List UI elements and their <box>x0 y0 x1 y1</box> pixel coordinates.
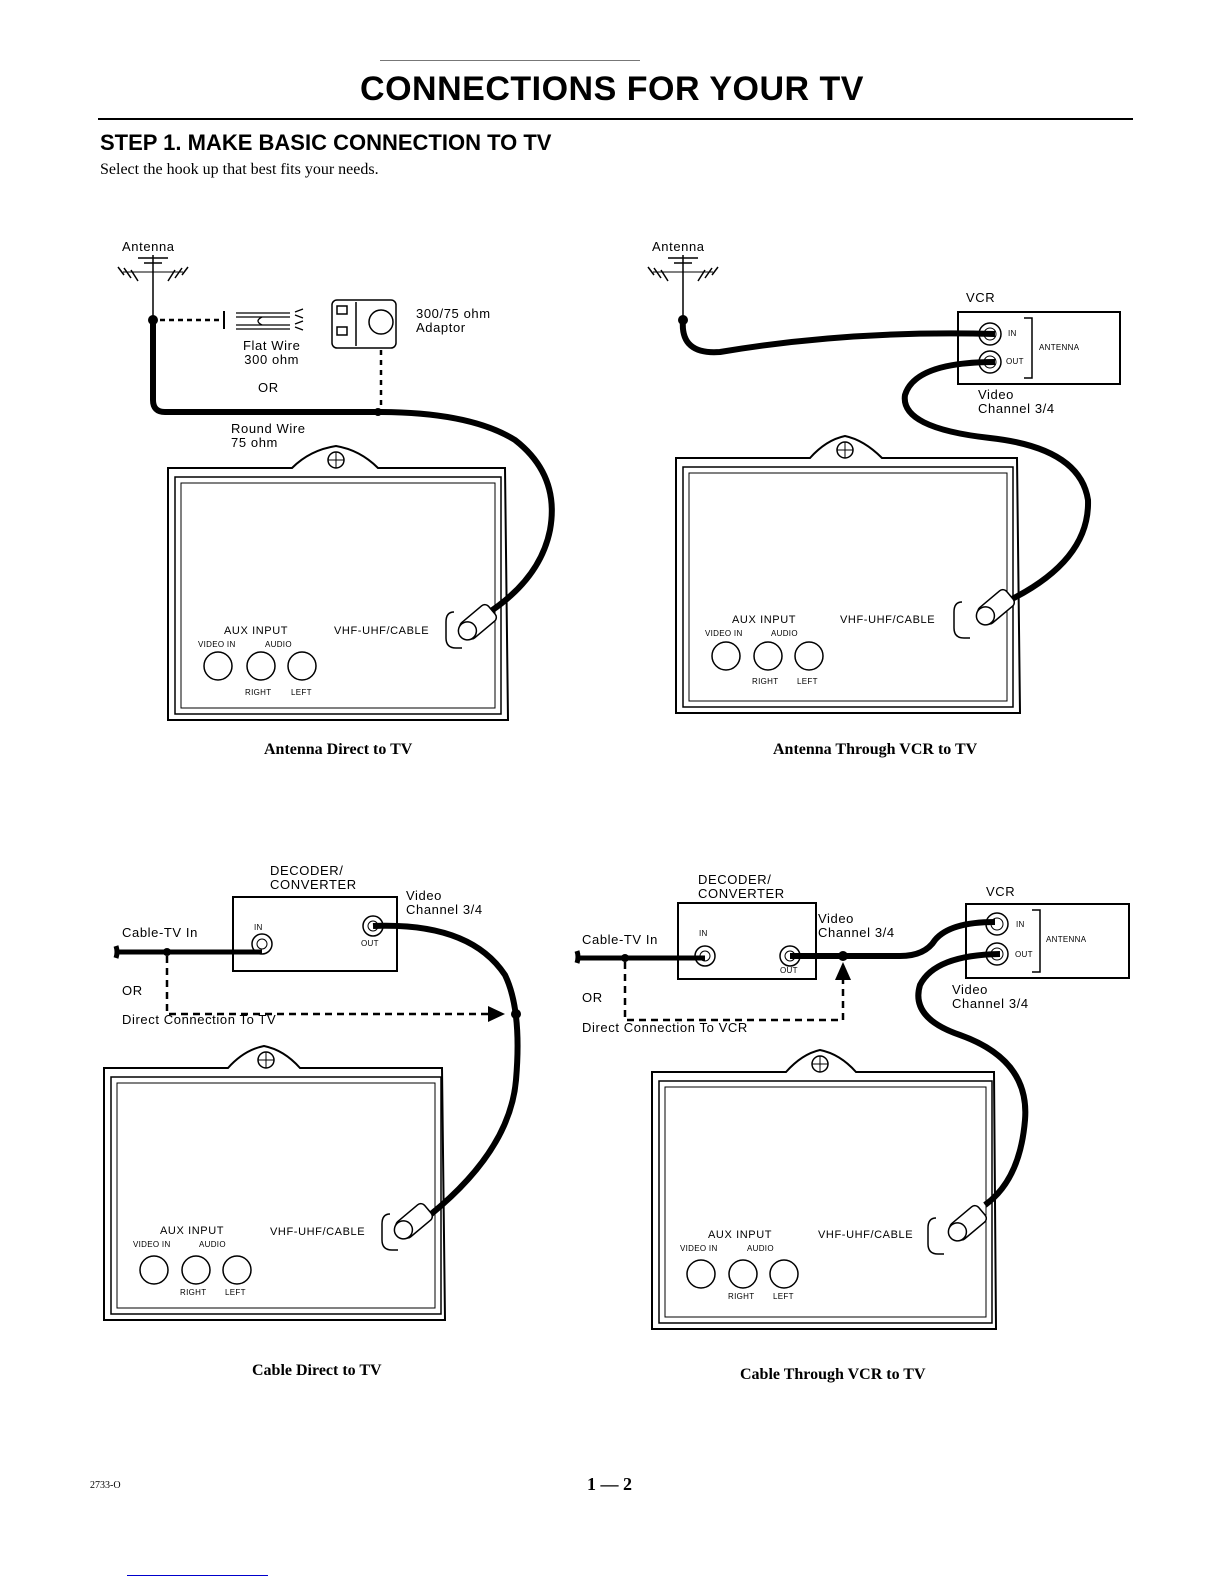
vcr-in-label: IN <box>1008 329 1017 338</box>
aux-input-label: AUX INPUT <box>732 614 797 626</box>
rf-input-label: VHF-UHF/CABLE <box>818 1229 914 1241</box>
antenna-label: Antenna <box>652 239 705 254</box>
vcr-to-tv-cable <box>901 359 1092 603</box>
audio-right-jack <box>246 651 276 681</box>
direct-connection-label: Direct Connection To VCR <box>582 1020 748 1035</box>
diagram-caption: Cable Direct to TV <box>252 1362 382 1379</box>
direct-dashed-line <box>623 962 845 1022</box>
link-underline[interactable] <box>127 1575 268 1576</box>
aux-input-label: AUX INPUT <box>224 625 289 637</box>
audio-label: AUDIO <box>771 629 798 638</box>
tv-back-panel <box>675 434 1022 714</box>
video-in-label: VIDEO IN <box>705 629 743 638</box>
audio-left-jack <box>287 651 317 681</box>
video-in-label: VIDEO IN <box>198 640 236 649</box>
step-intro: Select the hook up that best fits your n… <box>100 161 379 178</box>
antenna-bracket-label: ANTENNA <box>1039 343 1080 352</box>
flat-wire-label: Flat Wire 300 ohm <box>243 338 301 367</box>
vcr-label: VCR <box>966 290 996 305</box>
cable-in-line <box>574 950 705 964</box>
antenna-icon <box>647 255 719 320</box>
left-label: LEFT <box>291 688 312 697</box>
vcr-in-label: IN <box>1016 920 1025 929</box>
footer-document-code: 2733-O <box>90 1480 121 1491</box>
round-wire-cable <box>150 320 555 618</box>
step-heading: STEP 1. MAKE BASIC CONNECTION TO TV <box>100 130 552 155</box>
vcr-out-label: OUT <box>1006 357 1024 366</box>
tv-back-panel <box>103 1044 447 1321</box>
cable-in-label: Cable-TV In <box>582 932 658 947</box>
rf-input-label: VHF-UHF/CABLE <box>840 614 936 626</box>
video-in-jack <box>203 651 233 681</box>
right-label: RIGHT <box>245 688 272 697</box>
tv-back-panel <box>651 1048 998 1330</box>
rf-jack <box>445 611 462 649</box>
vcr-video-channel-label: Video Channel 3/4 <box>952 982 1029 1011</box>
tv-back-panel <box>167 444 510 721</box>
right-label: RIGHT <box>180 1288 207 1297</box>
left-label: LEFT <box>773 1292 794 1301</box>
top-scan-rule <box>380 60 640 61</box>
vcr-out-label: OUT <box>1015 950 1033 959</box>
vcr-label: VCR <box>986 884 1016 899</box>
flat-wire-icon <box>236 308 304 331</box>
video-in-label: VIDEO IN <box>133 1240 171 1249</box>
video-channel-label: Video Channel 3/4 <box>978 387 1055 416</box>
rf-input-label: VHF-UHF/CABLE <box>270 1226 366 1238</box>
direct-connection-label: Direct Connection To TV <box>122 1012 277 1027</box>
left-label: LEFT <box>797 677 818 686</box>
decoder-in-label: IN <box>254 923 263 932</box>
aux-input-label: AUX INPUT <box>708 1229 773 1241</box>
antenna-icon <box>117 255 189 320</box>
video-in-label: VIDEO IN <box>680 1244 718 1253</box>
cable-in-label: Cable-TV In <box>122 925 198 940</box>
title-divider <box>98 118 1133 120</box>
antenna-to-vcr-cable <box>679 319 996 356</box>
or-label: OR <box>582 990 603 1005</box>
audio-label: AUDIO <box>747 1244 774 1253</box>
decoder-in-label: IN <box>699 929 708 938</box>
vcr-box <box>965 903 1130 979</box>
page-title: CONNECTIONS FOR YOUR TV <box>360 70 864 108</box>
diagram-caption: Antenna Direct to TV <box>264 741 413 758</box>
decoder-out-label: OUT <box>780 966 798 975</box>
round-wire-label: Round Wire 75 ohm <box>231 421 306 450</box>
diagram-caption: Cable Through VCR to TV <box>740 1366 926 1383</box>
aux-input-label: AUX INPUT <box>160 1225 225 1237</box>
vcr-box <box>957 311 1121 385</box>
f-connector-icon <box>457 603 498 641</box>
decoder-video-channel-label: Video Channel 3/4 <box>818 911 895 940</box>
audio-label: AUDIO <box>199 1240 226 1249</box>
decoder-label: DECODER/ CONVERTER <box>698 872 785 901</box>
adaptor-icon <box>331 299 397 349</box>
right-label: RIGHT <box>728 1292 755 1301</box>
or-label: OR <box>258 380 279 395</box>
vcr-to-tv-cable <box>915 951 1029 1208</box>
rf-input-label: VHF-UHF/CABLE <box>334 625 430 637</box>
decoder-to-vcr-cable <box>790 919 996 959</box>
adaptor-label: 300/75 ohm Adaptor <box>416 306 491 335</box>
cable-in-line <box>113 945 262 959</box>
left-label: LEFT <box>225 1288 246 1297</box>
antenna-bracket-label: ANTENNA <box>1046 935 1087 944</box>
decoder-out-label: OUT <box>361 939 379 948</box>
page-number: 1 — 2 <box>587 1474 632 1494</box>
decoder-label: DECODER/ CONVERTER <box>270 863 357 892</box>
or-label: OR <box>122 983 143 998</box>
video-channel-label: Video Channel 3/4 <box>406 888 483 917</box>
diagram-caption: Antenna Through VCR to TV <box>773 741 978 758</box>
antenna-label: Antenna <box>122 239 175 254</box>
right-label: RIGHT <box>752 677 779 686</box>
audio-label: AUDIO <box>265 640 292 649</box>
